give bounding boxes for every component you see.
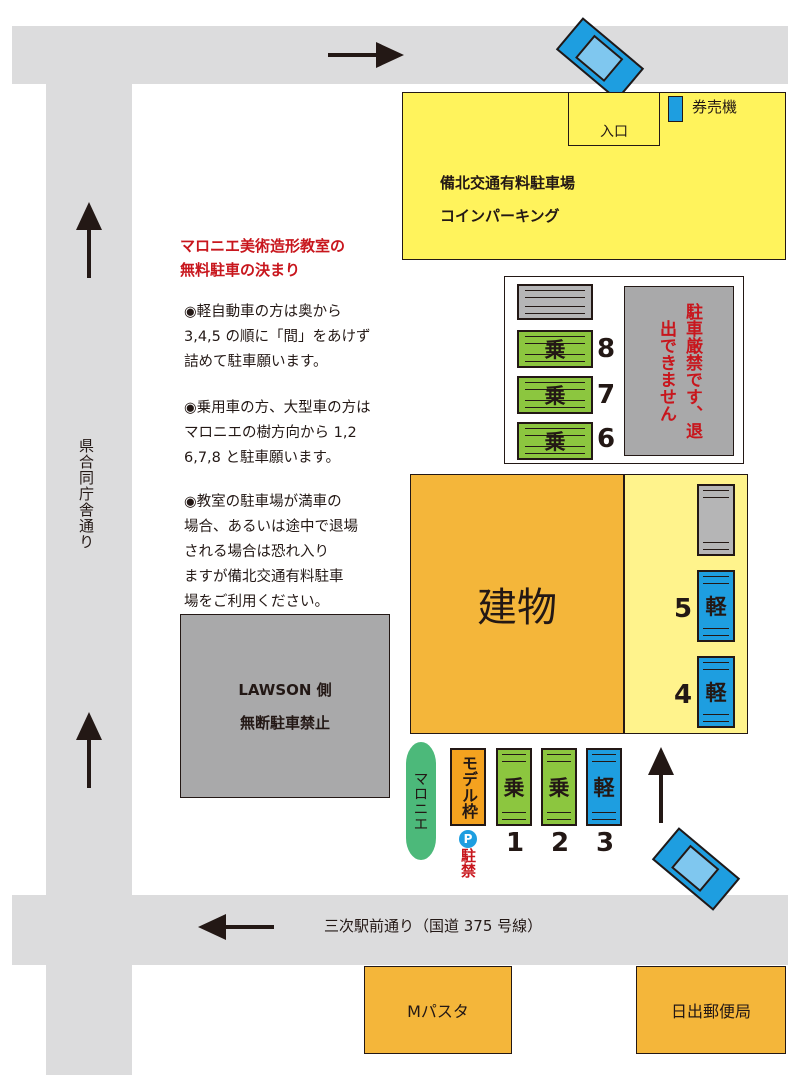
- maronie-tree: マロニエ: [406, 742, 436, 860]
- ticket-machine-label: 券売機: [692, 98, 738, 116]
- no-exit-area: 駐車厳禁です、退出できません: [624, 286, 734, 456]
- rule-line: 詰めて駐車願います。: [184, 354, 328, 370]
- rule-line: ますが備北交通有料駐車: [184, 569, 344, 585]
- parking-slot-6: 乗: [517, 422, 593, 460]
- slot-number-5: 5: [674, 594, 693, 624]
- parking-slot-4: 軽: [697, 656, 735, 728]
- bottom-road-name: 三次駅前通り（国道 375 号線）: [324, 917, 543, 935]
- rule-line: ◉乗用車の方、大型車の方は: [184, 400, 371, 416]
- m-pasta-shop: Mパスタ: [364, 966, 512, 1054]
- parking-slot-2: 乗: [541, 748, 577, 826]
- rule-1: ◉軽自動車の方は奥から 3,4,5 の順に「間」をあけず 詰めて駐車願います。: [184, 300, 371, 375]
- slot-type-label: 軽: [705, 595, 727, 619]
- slot-type-label: 乗: [544, 338, 566, 362]
- left-road-name: 県合同庁舎通り: [77, 438, 95, 550]
- no-exit-text: 駐車厳禁です、退出できません: [656, 303, 702, 439]
- slot-number-2: 2: [551, 828, 570, 858]
- arrow-up-icon: [76, 712, 102, 788]
- coin-parking-subtitle: コインパーキング: [440, 207, 560, 225]
- building: 建物: [410, 474, 624, 734]
- parking-slot-8: 乗: [517, 330, 593, 368]
- rules-title-line1: マロニエ美術造形教室の: [180, 237, 346, 255]
- model-slot-label: モデル枠: [459, 755, 478, 819]
- parking-slot-1: 乗: [496, 748, 532, 826]
- slot-type-label: 軽: [705, 681, 727, 705]
- parking-entrance: 入口: [568, 92, 660, 146]
- slot-type-label: 乗: [544, 430, 566, 454]
- building-label: 建物: [477, 585, 557, 631]
- slot-number-3: 3: [596, 828, 615, 858]
- model-slot: モデル枠: [450, 748, 486, 826]
- parking-slot-3: 軽: [586, 748, 622, 826]
- m-pasta-label: Mパスタ: [407, 1002, 469, 1021]
- slot-number-8: 8: [597, 334, 616, 364]
- lawson-label: LAWSON 側: [238, 681, 332, 699]
- rules-title: マロニエ美術造形教室の 無料駐車の決まり: [180, 234, 345, 282]
- rule-line: ◉軽自動車の方は奥から: [184, 304, 342, 320]
- post-office: 日出郵便局: [636, 966, 786, 1054]
- rule-3: ◉教室の駐車場が満車の 場合、あるいは途中で退場 される場合は恐れ入り ますが備…: [184, 490, 358, 615]
- maronie-tree-label: マロニエ: [411, 771, 430, 831]
- no-parking-label: 駐禁: [459, 848, 477, 878]
- arrow-left-icon: [198, 914, 274, 940]
- ticket-machine-icon: [668, 96, 683, 122]
- rule-line: 場合、あるいは途中で退場: [184, 519, 358, 535]
- arrow-up-icon: [76, 202, 102, 278]
- parked-car-icon: [697, 484, 735, 556]
- rules-title-line2: 無料駐車の決まり: [180, 261, 301, 279]
- lawson-no-parking: 無断駐車禁止: [239, 714, 330, 732]
- arrow-right-icon: [328, 42, 404, 68]
- slot-type-label: 乗: [548, 776, 570, 800]
- slot-type-label: 乗: [544, 384, 566, 408]
- slot-number-4: 4: [674, 680, 693, 710]
- lawson-side-area: LAWSON 側 無断駐車禁止: [180, 614, 390, 798]
- arrow-up-icon: [648, 747, 674, 823]
- rule-line: 場をご利用ください。: [184, 594, 329, 610]
- slot-number-1: 1: [506, 828, 525, 858]
- parking-slot-5: 軽: [697, 570, 735, 642]
- post-office-label: 日出郵便局: [670, 1002, 751, 1021]
- slot-number-6: 6: [597, 424, 616, 454]
- parking-slot-7: 乗: [517, 376, 593, 414]
- bottom-road: [12, 895, 788, 965]
- rule-line: 6,7,8 と駐車願います。: [184, 450, 341, 466]
- rule-2: ◉乗用車の方、大型車の方は マロニエの樹方向から 1,2 6,7,8 と駐車願い…: [184, 396, 371, 471]
- slot-type-label: 乗: [503, 776, 525, 800]
- rule-line: 3,4,5 の順に「間」をあけず: [184, 329, 371, 345]
- rule-line: ◉教室の駐車場が満車の: [184, 494, 342, 510]
- coin-parking-lot: [402, 92, 786, 260]
- parked-car-icon: [517, 284, 593, 320]
- rule-line: される場合は恐れ入り: [184, 544, 329, 560]
- coin-parking-name: 備北交通有料駐車場: [440, 174, 576, 192]
- entrance-label: 入口: [600, 121, 628, 141]
- slot-number-7: 7: [597, 380, 616, 410]
- slot-type-label: 軽: [593, 776, 615, 800]
- rule-line: マロニエの樹方向から 1,2: [184, 425, 357, 441]
- parking-p-label: P: [463, 832, 473, 846]
- parking-p-icon: P: [459, 830, 477, 848]
